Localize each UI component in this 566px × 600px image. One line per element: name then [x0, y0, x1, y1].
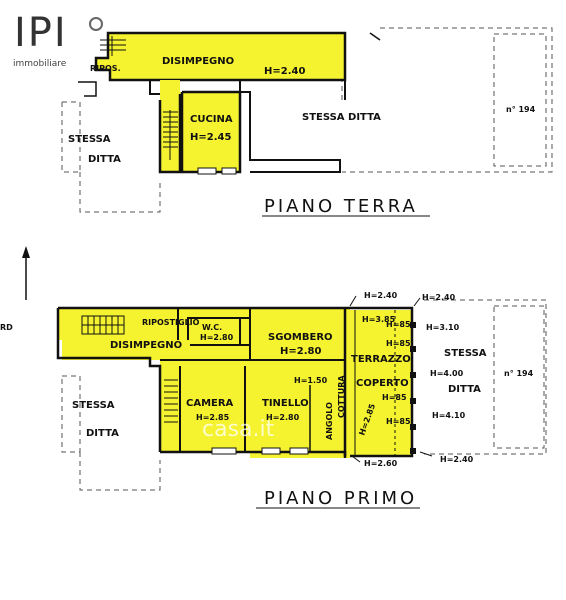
tinello-height: H=2.80 — [266, 413, 300, 422]
cottura-label: COTTURA — [337, 375, 346, 418]
first-ditta-right-label: DITTA — [448, 384, 481, 395]
first-neighbor-194 — [493, 305, 545, 449]
ground-stessa-ditta-label: STESSA DITTA — [302, 112, 381, 123]
ground-ripostiglio-label: RIPOS. — [90, 64, 121, 73]
height-top-right-240: H=2.40 — [422, 293, 456, 302]
first-floor-rd-label: RD — [0, 323, 13, 332]
tinello-label: TINELLO — [262, 398, 309, 409]
sgombero-label: SGOMBERO — [268, 332, 333, 343]
wc-label: W.C. — [202, 323, 222, 332]
ground-floor: DISIMPEGNO H=2.40 RIPOS. CUCINA H=2.45 S… — [61, 27, 553, 217]
ground-dashed-right — [342, 27, 553, 173]
ground-cucina-height: H=2.45 — [190, 132, 231, 143]
ripostiglio-label: RIPOSTIGLIO — [142, 318, 200, 327]
first-disimpegno-label: DISIMPEGNO — [110, 340, 182, 351]
camera-label: CAMERA — [186, 398, 234, 409]
logo-ring — [89, 17, 103, 31]
height-top-240: H=2.40 — [364, 291, 398, 300]
logo-mark: IPI — [14, 10, 68, 56]
angolo-label: ANGOLO — [325, 402, 334, 440]
first-main-area — [58, 308, 350, 458]
north-arrow-icon — [22, 246, 30, 300]
height-bottom-260: H=2.60 — [364, 459, 398, 468]
first-terrazzo-area — [350, 310, 412, 456]
first-ditta-left-label: DITTA — [86, 428, 119, 439]
ground-n194-label: n° 194 — [506, 105, 536, 114]
camera-height: H=2.85 — [196, 413, 230, 422]
angolo-height: H=1.50 — [294, 376, 328, 385]
terrazzo-label: TERRAZZO — [351, 354, 411, 365]
ground-upper-stairs — [100, 36, 126, 56]
ground-disimpegno-label: DISIMPEGNO — [162, 56, 234, 67]
height-410: H=4.10 — [432, 411, 466, 420]
height-85-a: H=85 — [386, 320, 411, 329]
height-385: H=3.85 — [362, 315, 396, 324]
ground-stessa-label: STESSA — [68, 134, 111, 145]
watermark-text: casa.it — [202, 417, 275, 442]
first-stessa-right-label: STESSA — [444, 348, 487, 359]
height-310: H=3.10 — [426, 323, 460, 332]
first-floor: RIPOSTIGLIO DISIMPEGNO W.C. H=2.80 SGOMB… — [56, 291, 547, 509]
coperto-label: COPERTO — [356, 378, 409, 389]
logo-subtitle: immobiliare — [13, 59, 67, 69]
height-bottom-right-240: H=2.40 — [440, 455, 474, 464]
first-n194-label: n° 194 — [504, 369, 534, 378]
first-stairs — [81, 315, 178, 423]
ground-disimpegno-area — [94, 31, 347, 82]
ground-neighbor-194 — [493, 33, 547, 167]
first-stessa-left-label: STESSA — [72, 400, 115, 411]
height-400: H=4.00 — [430, 369, 464, 378]
height-85-d: H=85 — [386, 417, 411, 426]
ground-stairs — [163, 110, 178, 160]
ground-cucina-label: CUCINA — [190, 114, 233, 125]
sgombero-height: H=2.80 — [280, 346, 321, 357]
height-85-c: H=85 — [382, 393, 407, 402]
wc-height: H=2.80 — [200, 333, 234, 342]
ground-floor-title: PIANO TERRA — [264, 196, 418, 217]
ground-disimpegno-height: H=2.40 — [264, 66, 305, 77]
first-floor-title: PIANO PRIMO — [264, 488, 417, 509]
ground-ditta-label: DITTA — [88, 154, 121, 165]
height-85-b: H=85 — [386, 339, 411, 348]
